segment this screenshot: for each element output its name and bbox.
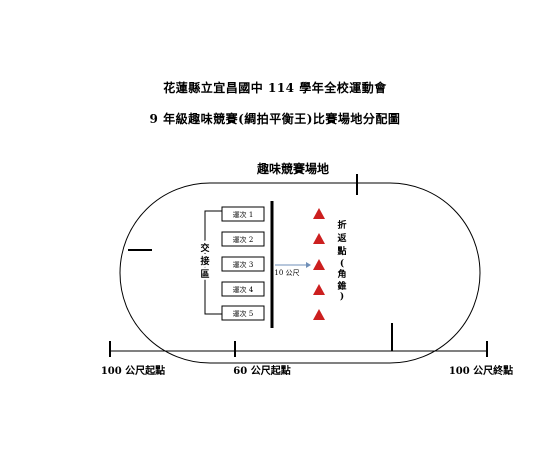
cone-4 [313, 284, 325, 295]
lane-label-4: 運次 4 [233, 285, 254, 294]
cone-3 [313, 259, 325, 270]
turnaround-label-7: ) [340, 291, 344, 302]
field-label: 趣味競賽場地 [256, 161, 329, 176]
turnaround-label-2: 返 [337, 232, 346, 244]
exchange-zone-label-2: 接 [200, 255, 209, 267]
turnaround-label-4: ( [340, 258, 344, 269]
turnaround-label-1: 折 [337, 219, 346, 231]
page-title: 花蓮縣立宜昌國中 114 學年全校運動會 [163, 81, 387, 95]
page-subtitle: 9 年級趣味競賽(綢拍平衡王)比賽場地分配圖 [149, 112, 401, 126]
track-outline [119, 182, 481, 364]
lane-label-1: 運次 1 [233, 210, 254, 219]
exchange-zone-label-3: 區 [200, 269, 209, 280]
cone-5 [313, 309, 325, 320]
lane-box-4: 運次 4 [221, 281, 265, 297]
turnaround-label-5: 角 [337, 268, 346, 280]
lane-box-5: 運次 5 [221, 305, 265, 321]
marker-start-100-label: 100 公尺起點 [101, 364, 165, 377]
exchange-zone-label-1: 交 [200, 242, 209, 254]
distance-arrowhead [306, 262, 311, 268]
distance-label: 10 公尺 [274, 269, 299, 277]
exchange-zone-bracket [204, 210, 222, 315]
lane-label-3: 運次 3 [233, 260, 254, 269]
lane-box-2: 運次 2 [221, 231, 265, 247]
cone-2 [313, 233, 325, 244]
lane-box-1: 運次 1 [221, 206, 265, 222]
lane-label-2: 運次 2 [233, 235, 254, 244]
marker-start-60-label: 60 公尺起點 [233, 364, 290, 377]
lane-box-3: 運次 3 [221, 256, 265, 272]
turnaround-label-3: 點 [336, 245, 346, 257]
lane-label-5: 運次 5 [233, 309, 254, 318]
turnaround-label-6: 錐 [337, 280, 346, 292]
marker-finish-100-label: 100 公尺終點 [449, 364, 513, 377]
cone-1 [313, 208, 325, 219]
